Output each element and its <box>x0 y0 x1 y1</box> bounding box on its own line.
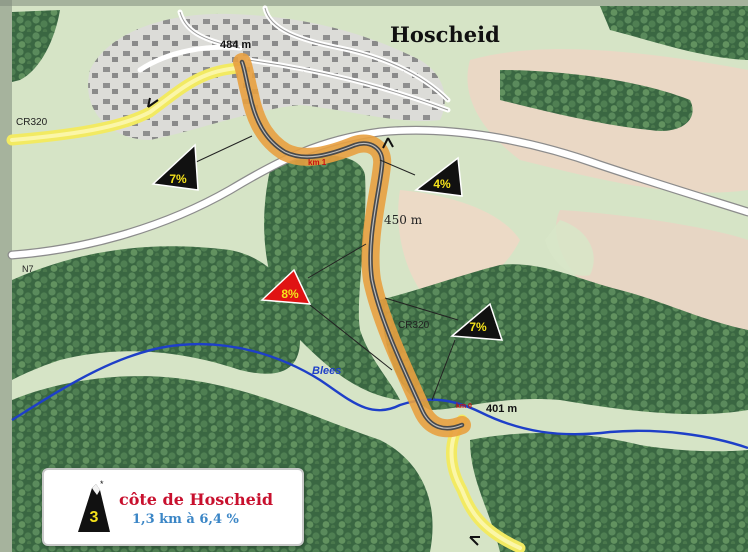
village-area <box>88 13 445 141</box>
triangle-gradient-icon <box>414 156 463 197</box>
gradient-pointer-lines <box>193 135 459 401</box>
svg-text:*: * <box>100 479 104 489</box>
river-label: Blees <box>312 365 341 377</box>
field-area <box>556 210 748 330</box>
road-label-n7: N7 <box>22 264 34 274</box>
climb-stats: 1,3 km à 6,4 % <box>132 512 239 527</box>
forest-area <box>470 433 748 552</box>
climb-route-center <box>241 61 463 429</box>
arrow-icon <box>382 137 394 149</box>
gradient-value: 7% <box>169 172 187 186</box>
km-marker-0: km 0 <box>456 403 472 410</box>
gradient-value: 7% <box>469 320 487 334</box>
triangle-gradient-icon <box>151 143 199 191</box>
map-frame-left <box>0 0 12 552</box>
bottom-elevation-label: 401 m <box>486 403 517 415</box>
cr320-south-road-center <box>449 418 522 550</box>
map-frame-top <box>0 0 748 6</box>
road-label-cr320-south: CR320 <box>398 320 430 331</box>
gradient-badge-top-right: 4% <box>414 156 463 197</box>
field-area <box>398 190 520 293</box>
forest-area <box>264 155 400 400</box>
road-label-cr320-west: CR320 <box>16 117 48 128</box>
cr320-west-road-center <box>10 66 242 142</box>
triangle-gradient-icon <box>450 302 504 341</box>
gradient-badge-lower-right: 7% <box>450 302 504 341</box>
forest-area <box>600 6 748 60</box>
arrow-icon <box>469 536 480 546</box>
gradient-badge-steepest: 8% <box>260 268 312 305</box>
arrow-icon <box>147 97 159 108</box>
forest-area <box>380 264 748 415</box>
forest-area <box>12 10 60 82</box>
meadow-clearing <box>545 220 594 276</box>
climb-category: 3 <box>90 509 99 526</box>
climb-title: côte de Hoscheid <box>119 490 274 509</box>
mountain-icon: * 3 <box>78 479 110 532</box>
gradient-value: 4% <box>433 177 451 191</box>
gradient-value: 8% <box>281 287 299 301</box>
summit-elevation-label: 484 m <box>220 39 251 51</box>
town-label: Hoscheid <box>390 22 500 47</box>
n7-road <box>8 127 748 259</box>
blees-river <box>11 342 748 450</box>
gradient-badge-top-left: 7% <box>151 143 199 191</box>
triangle-gradient-icon <box>260 268 312 305</box>
km-marker-1: km 1 <box>308 158 327 167</box>
mid-elevation-label: 450 m <box>384 213 423 227</box>
forest-area <box>500 70 693 131</box>
minor-roads-edge <box>179 7 449 111</box>
climb-legend: * 3 côte de Hoscheid 1,3 km à 6,4 % <box>42 468 304 546</box>
